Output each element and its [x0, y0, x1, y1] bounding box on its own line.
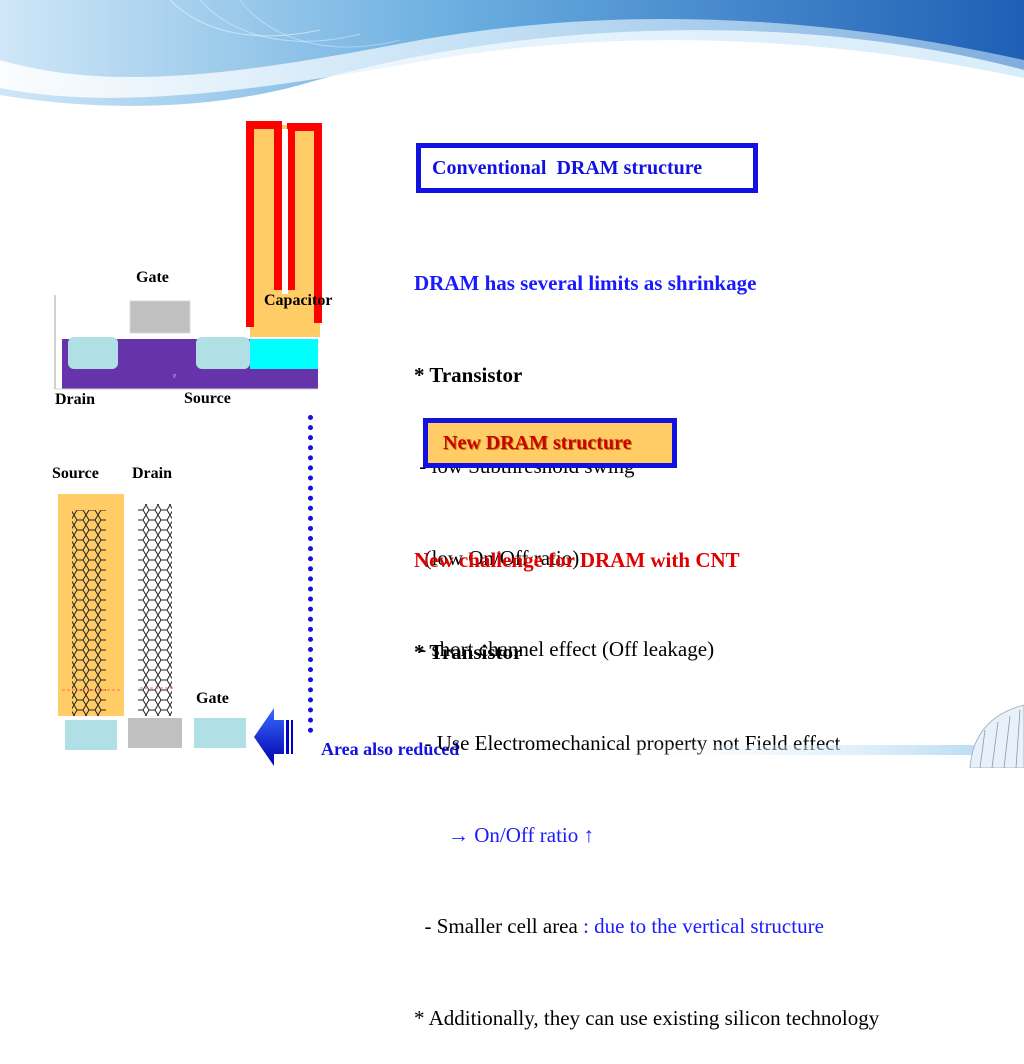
conventional-title: Conventional DRAM structure — [432, 157, 703, 179]
source-cnt — [72, 510, 106, 716]
cnt-gate-label: Gate — [196, 690, 229, 707]
conventional-dram-diagram — [54, 121, 322, 390]
source-base — [65, 720, 117, 750]
new-title: New DRAM structure — [443, 432, 632, 454]
conventional-transistor: * Transistor — [414, 362, 523, 387]
conventional-title-box: Conventional DRAM structure — [416, 143, 758, 193]
cnt-source-label: Source — [52, 465, 99, 482]
drain-base — [128, 718, 182, 748]
footer-decoration — [600, 704, 1024, 768]
new-line-4: * Additionally, they can use existing si… — [414, 1005, 880, 1030]
area-reduced-note: Area also reduced — [321, 739, 460, 759]
header-banner — [0, 0, 1024, 112]
conventional-heading: DRAM has several limits as shrinkage — [414, 271, 757, 295]
channel-right-cyan — [250, 339, 318, 369]
new-heading: New challenge for DRAM with CNT — [414, 548, 740, 572]
gate-base — [194, 718, 246, 748]
right-arrow-icon: → — [448, 822, 469, 847]
new-line-3: - Smaller cell area : due to the vertica… — [414, 914, 824, 938]
conventional-line-2: (low On/Off ratio) — [414, 545, 580, 570]
capacitor-label: Capacitor — [264, 292, 333, 309]
new-transistor: * Transistor — [414, 639, 523, 664]
new-text-block: New challenge for DRAM with CNT * Transi… — [414, 484, 879, 1064]
dotted-divider — [308, 415, 313, 733]
drain-label: Drain — [55, 391, 95, 408]
source-label: Source — [184, 390, 231, 407]
gate-label: Gate — [136, 269, 169, 286]
source-region — [196, 337, 250, 369]
cnt-dram-diagram — [58, 494, 246, 750]
drain-region — [68, 337, 118, 369]
gate-block — [129, 300, 191, 334]
new-line-3-note: : due to the vertical structure — [577, 914, 824, 938]
p-label: P — [173, 374, 177, 380]
capacitor-left-fin — [246, 121, 282, 327]
cnt-drain-label: Drain — [132, 465, 172, 482]
drain-cnt — [138, 504, 172, 716]
new-title-box: New DRAM structure — [423, 418, 677, 468]
left-arrow-icon — [254, 708, 293, 766]
conventional-line-3: - short channel effect (Off leakage) — [414, 637, 715, 661]
new-line-2: → On/Off ratio ↑ — [448, 822, 595, 847]
capacitor-right-fin — [287, 123, 322, 323]
